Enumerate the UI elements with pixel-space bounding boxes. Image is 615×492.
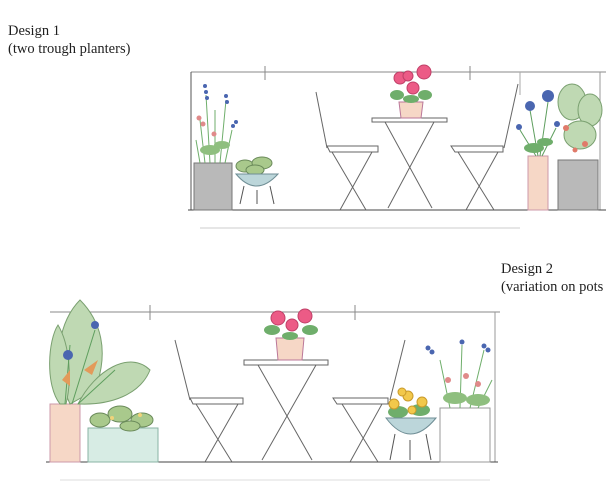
design-2-yellow-daisies <box>384 387 438 461</box>
design-1-sketch <box>188 64 606 229</box>
design-2-lupin-plant <box>425 339 493 463</box>
design-1-mixed-shrub <box>557 83 603 211</box>
design-2-geranium <box>264 308 318 361</box>
design-1-geranium <box>390 64 432 119</box>
design-2-subtitle: (variation on pots <box>501 279 604 295</box>
design-1-chair-right <box>450 83 519 211</box>
design-1-bistro-table <box>371 117 448 209</box>
design-2-caption: Design 2 (variation on pots <box>501 260 603 296</box>
design-2-chair-right <box>332 339 406 463</box>
design-1-lupin-plant <box>195 84 238 164</box>
design-2-fan-palm <box>49 299 151 463</box>
design-1-title: Design 1 <box>8 23 60 39</box>
design-1-caption: Design 1 (two trough planters) <box>8 22 130 58</box>
design-1-chair-left <box>315 91 379 211</box>
design-2-herb-trough <box>87 405 159 463</box>
design-1-agapanthus <box>516 90 560 211</box>
design-2-bistro-table <box>243 359 329 461</box>
design-2-title: Design 2 <box>501 261 553 277</box>
design-1-grey-trough-left <box>193 162 233 211</box>
design-2-chair-left <box>174 339 244 463</box>
design-2-sketch <box>46 299 500 481</box>
design-1-subtitle: (two trough planters) <box>8 41 131 57</box>
design-1-railing-frame <box>188 66 606 229</box>
design-1-herb-bowl <box>234 156 280 205</box>
